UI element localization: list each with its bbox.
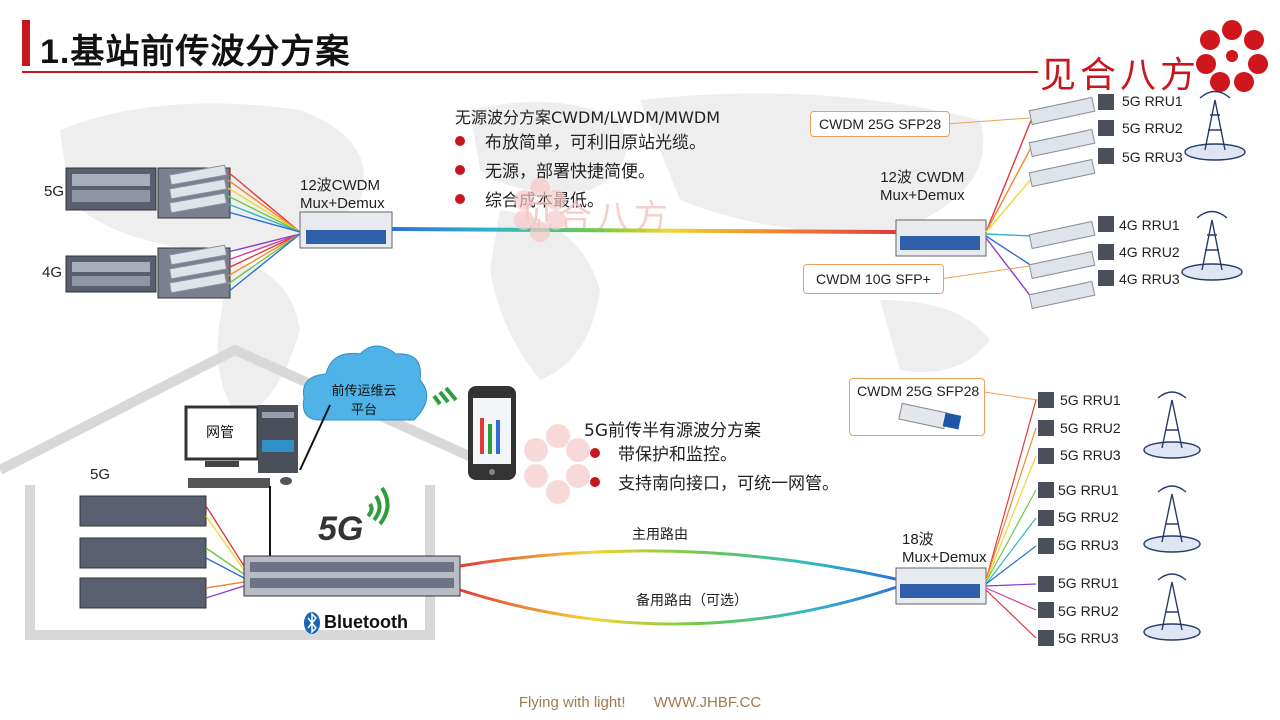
- watermark-logo-icon: [524, 424, 590, 504]
- rru-label: 5G RRU2: [1058, 603, 1119, 619]
- rru-label: 4G RRU2: [1119, 244, 1180, 260]
- passive-wdm-bullets: 布放简单，可利旧原站光缆。 无源，部署快捷简便。 综合成本最低。: [455, 128, 706, 211]
- bullet-text: 支持南向接口，可统一网管。: [618, 474, 839, 494]
- active-wdm-chassis: [243, 555, 461, 597]
- sfp-25g-callout: CWDM 25G SFP28: [810, 111, 951, 137]
- bullet-dot: [590, 447, 600, 458]
- title-underline: [22, 71, 1038, 73]
- sfp-10g-callout: CWDM 10G SFP+: [803, 264, 944, 294]
- route-main-label: 主用路由: [632, 526, 688, 542]
- watermark-logo-icon: [514, 178, 566, 242]
- rru-label: 5G RRU2: [1122, 120, 1183, 136]
- rru-label: 5G RRU3: [1058, 630, 1119, 646]
- label-5g: 5G: [44, 183, 65, 200]
- cloud-icon: [302, 345, 428, 421]
- title-accent-bar: [22, 20, 30, 66]
- label-4g: 4G: [42, 264, 63, 281]
- world-map-watermark: [60, 93, 990, 420]
- signal-5g-icon: [366, 486, 390, 526]
- sfp-25g-callout-bottom: CWDM 25G SFP28: [849, 378, 985, 436]
- bullet-dot: [590, 476, 600, 487]
- fan-out-fibers-right: [985, 117, 1033, 299]
- rru-label: 5G RRU1: [1058, 575, 1119, 591]
- brand-logo-icon: [1196, 20, 1268, 92]
- bullet-dot: [455, 135, 465, 146]
- fan-out-fibers-bottom: [985, 399, 1037, 639]
- rru-label: 5G RRU3: [1058, 537, 1119, 553]
- bluetooth-label: Bluetooth: [324, 612, 408, 632]
- rru-units-bottom: [1038, 392, 1054, 646]
- antenna-tower-icon: [1181, 90, 1246, 281]
- brand-name: 见合八方: [1040, 55, 1201, 96]
- rru-units-top: [1098, 94, 1114, 286]
- rru-label: 5G RRU1: [1060, 392, 1121, 408]
- rru-label: 5G RRU3: [1060, 447, 1121, 463]
- bluetooth-icon: [304, 612, 320, 634]
- mux-demux-18: [895, 567, 987, 605]
- bullet-text: 布放简单，可利旧原站光缆。: [485, 133, 706, 153]
- footer-slogan: Flying with light!: [518, 694, 626, 711]
- bullet-dot: [455, 193, 465, 204]
- rru-label: 4G RRU3: [1119, 271, 1180, 287]
- bbu-fibers: [205, 505, 245, 599]
- primary-route-fiber: [459, 549, 901, 582]
- backup-route-fiber: [459, 584, 901, 626]
- callout-line: [939, 265, 1031, 280]
- semi-active-heading: 5G前传半有源波分方案: [584, 421, 761, 441]
- logo-5g: 5G: [318, 510, 364, 548]
- bbu-5g-stack: [79, 495, 207, 609]
- rru-label: 4G RRU1: [1119, 217, 1180, 233]
- antenna-tower-icon: [1143, 391, 1201, 641]
- route-backup-label: 备用路由（可选）: [636, 592, 748, 608]
- footer-url[interactable]: WWW.JHBF.CC: [653, 694, 762, 711]
- sfp-module-stack: [168, 164, 228, 294]
- sfp28-module-icon: [898, 402, 962, 430]
- trunk-fiber: [391, 227, 897, 234]
- callout-line: [983, 391, 1039, 401]
- monitor-label: 网管: [206, 424, 234, 440]
- cloud-platform-label: 前传运维云平台: [331, 383, 397, 417]
- bullet-text: 带保护和监控。: [618, 445, 737, 465]
- management-pc-icon: [184, 405, 298, 488]
- fan-in-fibers-left: [227, 171, 301, 293]
- smartphone-icon: [468, 386, 516, 480]
- mux-demux-right: [895, 219, 987, 257]
- mux-demux-left: [299, 211, 393, 249]
- footer: Flying with light! WWW.JHBF.CC: [0, 694, 1280, 711]
- bullet-text: 无源，部署快捷简便。: [485, 162, 655, 182]
- callout-line: [945, 117, 1031, 125]
- bullet-text: 综合成本最低。: [485, 191, 604, 211]
- rru-sfp-modules: [1028, 96, 1096, 310]
- semi-active-bullets: 带保护和监控。 支持南向接口，可统一网管。: [590, 440, 839, 494]
- cloud-link-line: [299, 404, 331, 471]
- sfp-25g-label: CWDM 25G SFP28: [857, 383, 980, 399]
- rru-label: 5G RRU1: [1122, 93, 1183, 109]
- rru-label: 5G RRU2: [1060, 420, 1121, 436]
- bullet-dot: [455, 164, 465, 175]
- page-title: 1.基站前传波分方案: [40, 33, 351, 71]
- rru-label: 5G RRU3: [1122, 149, 1183, 165]
- label-5g-bbu: 5G: [90, 466, 111, 483]
- rru-label: 5G RRU1: [1058, 482, 1119, 498]
- rru-label: 5G RRU2: [1058, 509, 1119, 525]
- wireless-signal-icon: [432, 386, 458, 406]
- passive-wdm-heading: 无源波分方案CWDM/LWDM/MWDM: [455, 108, 721, 127]
